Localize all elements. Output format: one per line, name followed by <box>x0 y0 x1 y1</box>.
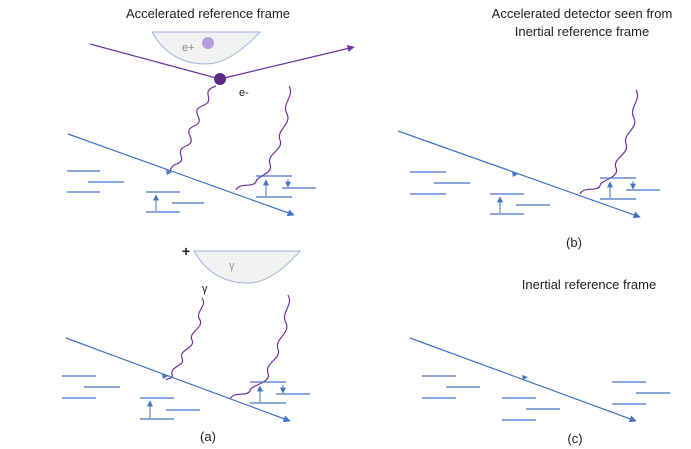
electron-dot <box>214 73 226 85</box>
photon-wave-left <box>167 85 217 173</box>
panel-label-a: (a) <box>200 429 216 444</box>
panel-a: + γ γ (a) <box>62 243 310 444</box>
photon-wave-b <box>579 89 638 195</box>
worldline-midarrow <box>512 172 518 177</box>
electron-label: e- <box>239 87 249 99</box>
positron-label: e+ <box>182 42 195 54</box>
panel-label-b: (b) <box>566 235 582 250</box>
photon-bowl <box>193 250 302 284</box>
worldline-midarrow <box>522 375 528 380</box>
panel-b: (b) <box>397 89 660 250</box>
plus-sign: + <box>182 243 190 259</box>
photon-wave-right <box>235 85 291 191</box>
photon-wave-left <box>165 297 204 381</box>
gamma-in-bowl-label: γ <box>229 260 235 272</box>
electron-outgoing-arrow <box>219 45 355 80</box>
positron-dot <box>202 37 214 49</box>
detector-worldline-arrow <box>397 130 641 219</box>
detector-worldline-arrow <box>67 133 295 217</box>
worldline-midarrow <box>162 374 168 379</box>
title-inertial-frame: Inertial reference frame <box>522 277 656 292</box>
title-detector-line1: Accelerated detector seen from <box>492 6 673 21</box>
detector-worldline-arrow <box>65 337 291 423</box>
gamma-label: γ <box>202 283 208 295</box>
panel-label-c: (c) <box>567 431 582 446</box>
photon-wave-right <box>229 294 290 400</box>
panel-top-left: e+ e- <box>67 31 355 217</box>
worldline-midarrow <box>166 170 172 175</box>
title-accelerated-frame: Accelerated reference frame <box>126 6 290 21</box>
electron-incoming-line <box>89 43 221 80</box>
title-detector-line2: Inertial reference frame <box>515 24 649 39</box>
panel-c: (c) <box>409 337 670 446</box>
